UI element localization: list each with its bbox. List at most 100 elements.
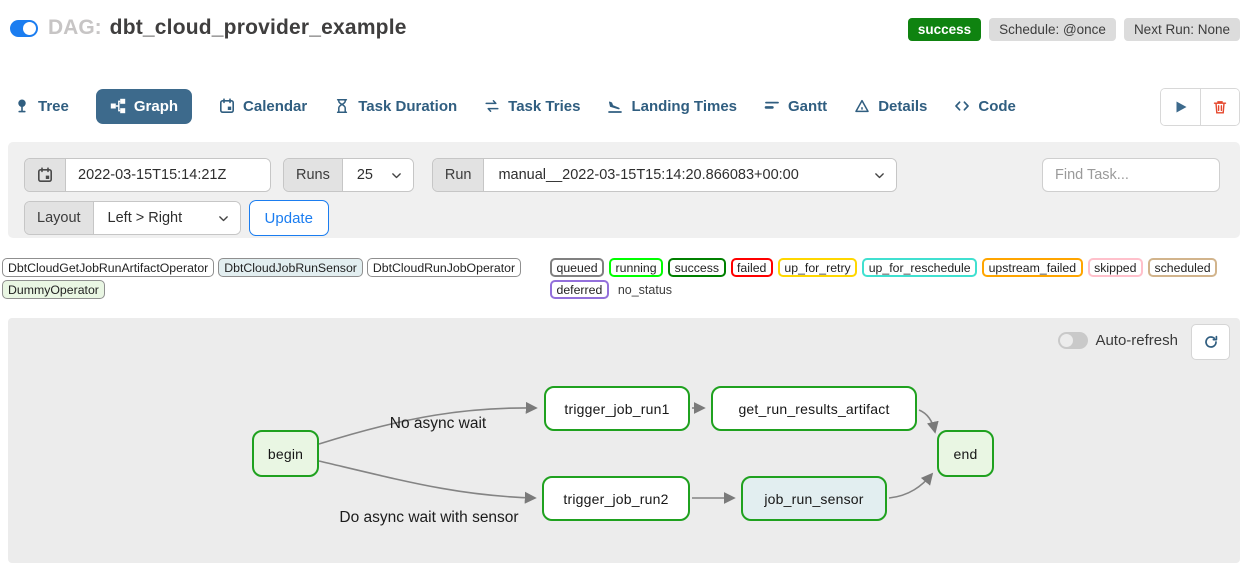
tab-details[interactable]: Details <box>854 89 927 124</box>
run-group: Run manual__2022-03-15T15:14:20.866083+0… <box>431 158 898 192</box>
state-badge-up_for_reschedule: up_for_reschedule <box>862 258 978 277</box>
dag-state-badge: success <box>907 18 982 41</box>
tab-label: Landing Times <box>631 97 738 115</box>
layout-select-value: Left > Right <box>107 210 183 226</box>
chevron-down-icon <box>873 169 886 182</box>
hourglass-icon <box>334 98 350 114</box>
graph-node-end[interactable]: end <box>937 430 994 477</box>
run-select-value: manual__2022-03-15T15:14:20.866083+00:00 <box>498 167 799 183</box>
filter-row-2: Layout Left > Right Update <box>24 200 1224 236</box>
tab-label: Tree <box>38 97 69 115</box>
edge-label-do-async: Do async wait with sensor <box>339 509 519 526</box>
auto-refresh-label: Auto-refresh <box>1095 332 1178 349</box>
dag-edges <box>318 401 939 504</box>
toggle-knob <box>23 21 36 35</box>
tab-label: Task Tries <box>508 97 581 115</box>
tab-label: Task Duration <box>358 97 458 115</box>
header-badges: success Schedule: @once Next Run: None <box>907 18 1240 41</box>
operator-badge-dummyoperator: DummyOperator <box>2 280 105 299</box>
layout-group: Layout Left > Right <box>24 201 241 235</box>
landing-icon <box>607 98 623 114</box>
state-badge-upstream_failed: upstream_failed <box>982 258 1083 277</box>
tree-icon <box>14 98 30 114</box>
operator-badge-dbtcloudrunjoboperator: DbtCloudRunJobOperator <box>366 258 522 277</box>
state-badge-deferred: deferred <box>550 280 609 299</box>
refresh-icon <box>1203 334 1219 350</box>
state-label-no-status: no_status <box>617 282 673 297</box>
tab-tree[interactable]: Tree <box>14 89 69 124</box>
tab-label: Graph <box>133 97 179 115</box>
state-badge-failed: failed <box>730 258 773 277</box>
schedule-badge: Schedule: @once <box>989 18 1116 41</box>
state-badge-running: running <box>609 258 664 277</box>
auto-refresh-control: Auto-refresh <box>1058 332 1178 349</box>
dag-name: dbt_cloud_provider_example <box>109 16 407 39</box>
trigger-dag-button[interactable] <box>1161 89 1200 125</box>
filter-row-1: Runs 25 Run manual__2022-03-15T15:14:20.… <box>24 158 1224 192</box>
graph-node-begin[interactable]: begin <box>252 430 319 477</box>
graph-node-job_run_sensor[interactable]: job_run_sensor <box>741 476 887 521</box>
tab-label: Gantt <box>788 97 828 115</box>
tab-graph[interactable]: Graph <box>95 88 193 124</box>
tab-task-tries[interactable]: Task Tries <box>484 89 580 124</box>
delete-dag-button[interactable] <box>1200 89 1239 125</box>
details-icon <box>854 98 870 114</box>
tab-label: Details <box>878 97 928 115</box>
chevron-down-icon <box>217 212 230 225</box>
runs-group: Runs 25 <box>283 158 414 192</box>
update-button[interactable]: Update <box>248 200 329 236</box>
toggle-knob <box>1060 334 1074 347</box>
operator-badge-dbtcloudgetjobrunartifactoperator: DbtCloudGetJobRunArtifactOperator <box>2 258 215 277</box>
dag-graph-panel: No async wait Do async wait with sensor … <box>8 318 1240 563</box>
tab-label: Calendar <box>243 97 308 115</box>
edge-begin-trigger2 <box>318 460 537 504</box>
repeat-icon <box>484 98 500 114</box>
operator-badge-dbtcloudjobrunsensor: DbtCloudJobRunSensor <box>218 258 363 277</box>
calendar-addon <box>25 159 66 191</box>
graph-node-trigger_job_run2[interactable]: trigger_job_run2 <box>542 476 690 521</box>
execution-date-input[interactable] <box>66 159 270 191</box>
tab-gantt[interactable]: Gantt <box>764 89 827 124</box>
graph-node-trigger_job_run1[interactable]: trigger_job_run1 <box>544 386 690 431</box>
graph-icon <box>110 98 126 114</box>
chevron-down-icon <box>390 169 403 182</box>
edge-label-no-async: No async wait <box>389 415 487 432</box>
state-badge-success: success <box>668 258 726 277</box>
dag-label: DAG: <box>48 16 102 39</box>
next-run-badge: Next Run: None <box>1123 18 1240 41</box>
tab-code[interactable]: Code <box>954 89 1016 124</box>
runs-select-value: 25 <box>356 167 373 183</box>
tab-bar: Tree Graph Calendar Task Duration Task Tries… <box>14 86 1016 126</box>
execution-date-group <box>24 158 271 192</box>
dag-action-buttons <box>1160 88 1240 126</box>
filter-panel: Runs 25 Run manual__2022-03-15T15:14:20.… <box>8 142 1240 238</box>
edge-artifact-end <box>918 409 939 434</box>
runs-label: Runs <box>284 159 343 191</box>
tab-label: Code <box>978 97 1016 115</box>
refresh-button[interactable] <box>1191 324 1230 360</box>
state-badge-skipped: skipped <box>1087 258 1143 277</box>
calendar-icon <box>219 98 235 114</box>
tab-calendar[interactable]: Calendar <box>219 89 307 124</box>
dag-header: DAG: dbt_cloud_provider_example success … <box>10 16 1240 41</box>
play-icon <box>1173 99 1189 115</box>
auto-refresh-toggle[interactable] <box>1058 332 1089 349</box>
tab-task-duration[interactable]: Task Duration <box>334 89 457 124</box>
find-task-input[interactable] <box>1042 158 1220 192</box>
calendar-icon <box>37 167 53 183</box>
state-badge-up_for_retry: up_for_retry <box>777 258 858 277</box>
tab-landing-times[interactable]: Landing Times <box>607 89 737 124</box>
state-badge-scheduled: scheduled <box>1147 258 1218 277</box>
layout-select[interactable]: Left > Right <box>93 202 240 234</box>
graph-node-get_run_results_artifact[interactable]: get_run_results_artifact <box>711 386 917 431</box>
edge-begin-trigger1 <box>318 401 538 445</box>
runs-select[interactable]: 25 <box>342 159 413 191</box>
run-select[interactable]: manual__2022-03-15T15:14:20.866083+00:00 <box>484 159 897 191</box>
gantt-icon <box>764 98 780 114</box>
layout-label: Layout <box>25 202 94 234</box>
edge-sensor-end <box>888 472 934 499</box>
dag-pause-toggle[interactable] <box>10 19 38 37</box>
trash-icon <box>1212 99 1228 115</box>
